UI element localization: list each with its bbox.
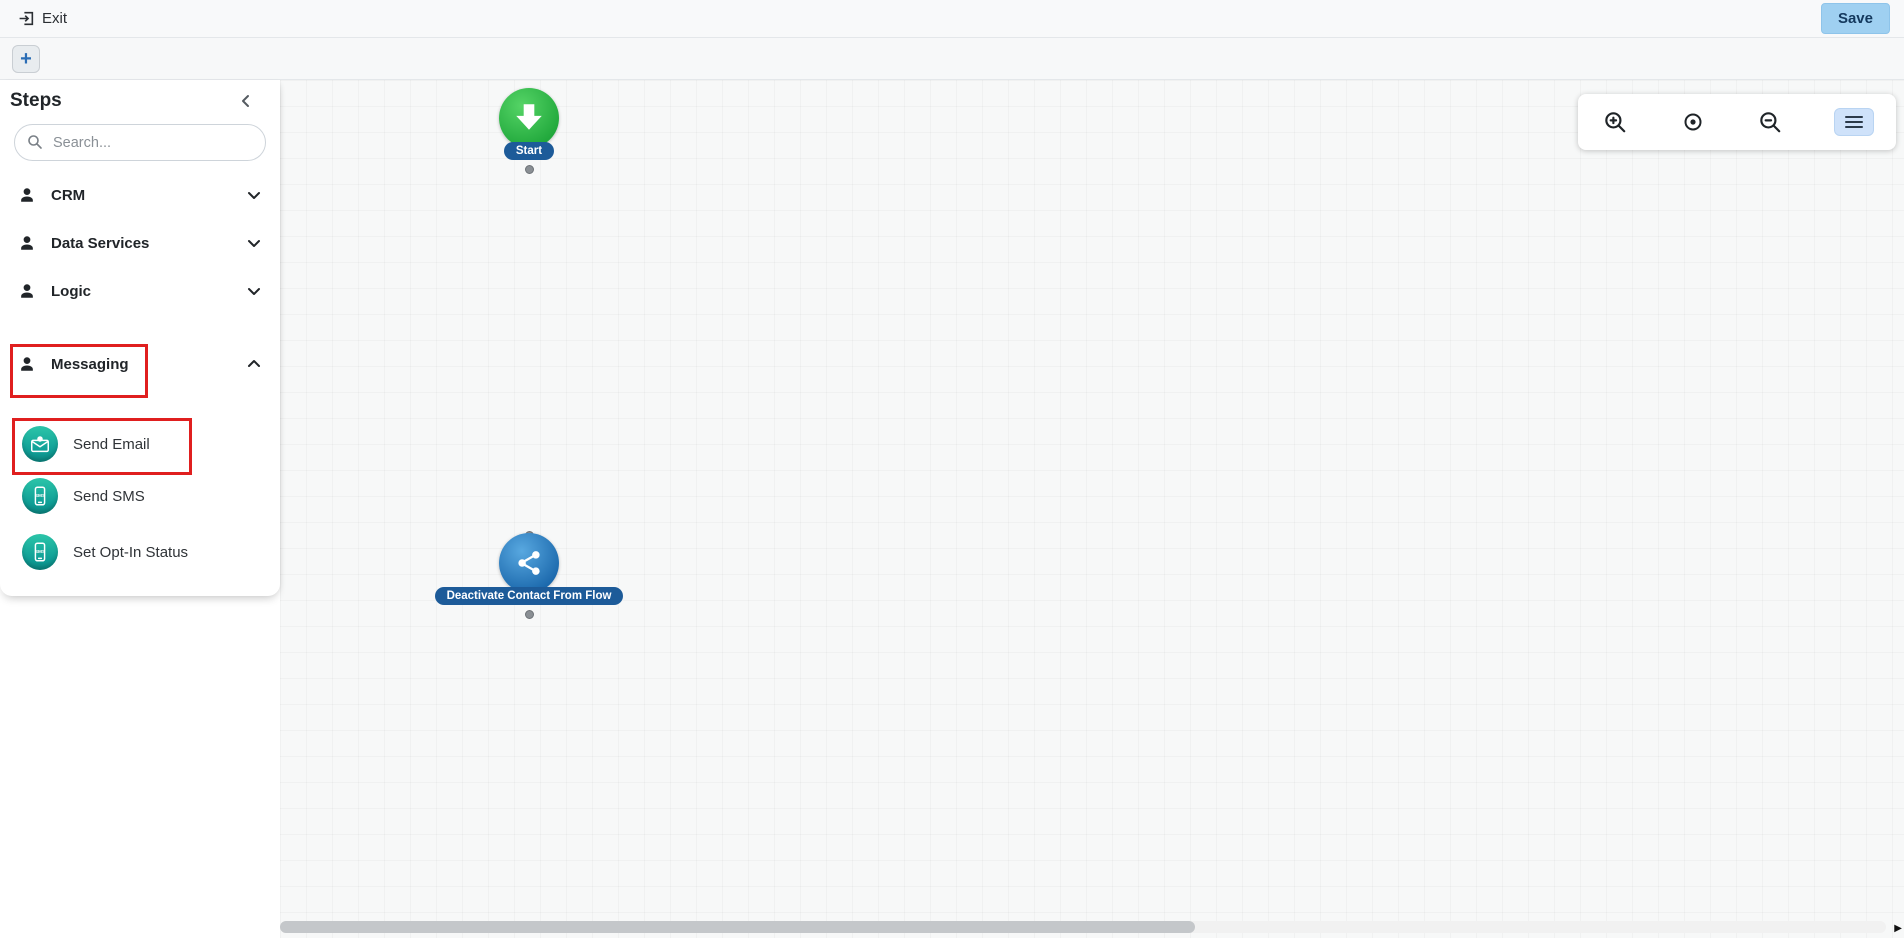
opt-in-status-icon: SMS — [22, 534, 58, 570]
search-icon — [27, 134, 43, 155]
horizontal-scrollbar-thumb[interactable] — [280, 921, 1196, 933]
plus-icon: + — [20, 47, 32, 70]
chevron-up-icon — [246, 356, 262, 372]
node-label: Deactivate Contact From Flow — [434, 587, 624, 605]
category-label: CRM — [51, 186, 86, 204]
flow-canvas[interactable]: Start Deactivate Contact From Flow — [280, 80, 1904, 938]
chevron-down-icon — [246, 187, 262, 203]
svg-text:SMS: SMS — [35, 549, 45, 555]
node-connector-dot[interactable] — [524, 610, 534, 619]
node-connector-dot[interactable] — [524, 165, 534, 174]
exit-button[interactable]: Exit — [14, 8, 71, 29]
person-icon — [18, 186, 36, 204]
search-input[interactable] — [14, 124, 266, 161]
flow-node-start[interactable]: Start — [469, 88, 589, 174]
add-step-bar: + — [0, 38, 1904, 80]
steps-panel: Steps — [0, 80, 280, 596]
arrow-down-icon — [512, 101, 546, 135]
chevron-down-icon — [246, 283, 262, 299]
step-item-send-sms[interactable]: SMS Send SMS — [0, 470, 280, 522]
main-area: Steps — [0, 80, 1904, 938]
person-icon — [18, 355, 36, 373]
flow-node-deactivate-contact[interactable]: Deactivate Contact From Flow — [429, 531, 629, 619]
step-item-label: Set Opt-In Status — [73, 543, 189, 561]
share-network-icon — [514, 548, 544, 578]
send-sms-icon: SMS — [22, 478, 58, 514]
sidebar-item-messaging[interactable]: Messaging — [0, 340, 280, 388]
sidebar-item-logic[interactable]: Logic — [0, 267, 280, 315]
scroll-right-arrow-icon[interactable]: ▶ — [1894, 923, 1902, 934]
hamburger-icon — [1844, 115, 1863, 129]
search-box — [14, 124, 266, 161]
step-item-set-opt-in-status[interactable]: SMS Set Opt-In Status — [0, 526, 280, 578]
sidebar-item-crm[interactable]: CRM — [0, 171, 280, 219]
canvas-menu-button[interactable] — [1833, 108, 1874, 136]
sidebar-title: Steps — [10, 90, 62, 111]
add-step-button[interactable]: + — [12, 44, 40, 73]
category-label: Messaging — [51, 355, 129, 373]
deactivate-node-icon[interactable] — [499, 533, 559, 593]
sidebar-collapse-button[interactable] — [236, 91, 256, 111]
svg-text:SMS: SMS — [35, 493, 45, 499]
chevron-down-icon — [246, 235, 262, 251]
sidebar-item-data-services[interactable]: Data Services — [0, 219, 280, 267]
category-label: Logic — [51, 282, 91, 300]
exit-icon — [18, 10, 35, 27]
category-label: Data Services — [51, 234, 150, 252]
zoom-out-button[interactable] — [1755, 107, 1785, 137]
step-item-label: Send SMS — [73, 487, 145, 505]
exit-label: Exit — [42, 10, 68, 27]
steps-sidebar: Steps — [0, 80, 280, 938]
send-email-icon — [22, 426, 58, 462]
start-node-icon[interactable] — [499, 88, 559, 148]
save-button[interactable]: Save — [1820, 3, 1890, 34]
person-icon — [18, 282, 36, 300]
sidebar-header: Steps — [0, 80, 280, 118]
top-bar: Exit Save — [0, 0, 1904, 38]
node-label: Start — [503, 142, 555, 160]
step-item-label: Send Email — [73, 435, 150, 453]
step-item-send-email[interactable]: Send Email — [0, 418, 280, 470]
canvas-view-toolbar — [1578, 94, 1896, 150]
person-icon — [18, 234, 36, 252]
chevron-left-icon — [238, 93, 254, 109]
horizontal-scrollbar[interactable] — [280, 921, 1886, 933]
zoom-in-button[interactable] — [1600, 107, 1630, 137]
center-target-button[interactable] — [1679, 108, 1707, 136]
